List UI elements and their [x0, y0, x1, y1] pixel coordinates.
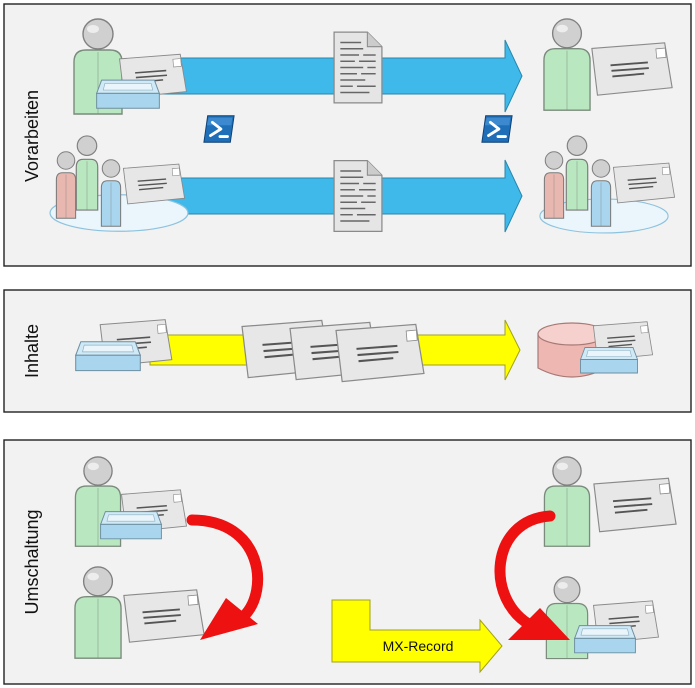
- panel-inhalte: Inhalte: [3, 289, 692, 413]
- envelope-icon: [122, 163, 186, 205]
- panel-label-vorarbeiten: Vorarbeiten: [22, 90, 42, 182]
- redirect-arrow-right: [494, 510, 570, 640]
- panel-label-umschaltung: Umschaltung: [22, 509, 42, 614]
- document-icon: [333, 31, 383, 104]
- inbox-tray-icon: [100, 511, 162, 540]
- panel-label-inhalte: Inhalte: [22, 324, 42, 378]
- target-database-icon: [537, 321, 654, 378]
- inbox-tray-icon: [96, 79, 160, 109]
- envelope-icon: [612, 162, 676, 204]
- envelope-icon: [590, 41, 674, 97]
- panel-umschaltung: Umschaltung MX-Record: [3, 439, 692, 685]
- powershell-icon: [202, 114, 236, 144]
- inbox-tray-icon: [580, 347, 638, 374]
- inbox-tray-icon: [75, 341, 141, 372]
- inbox-tray-icon: [574, 625, 636, 654]
- mx-record-arrow: MX-Record: [331, 599, 503, 674]
- envelope-icon: [122, 588, 206, 644]
- panel-vorarbeiten: Vorarbeiten: [3, 3, 692, 267]
- document-icon: [333, 159, 383, 233]
- redirect-arrow-left: [186, 514, 264, 640]
- migrating-items-icon: [241, 319, 425, 383]
- envelope-icon: [592, 477, 678, 533]
- mx-record-label: MX-Record: [383, 638, 454, 654]
- powershell-icon: [480, 114, 514, 144]
